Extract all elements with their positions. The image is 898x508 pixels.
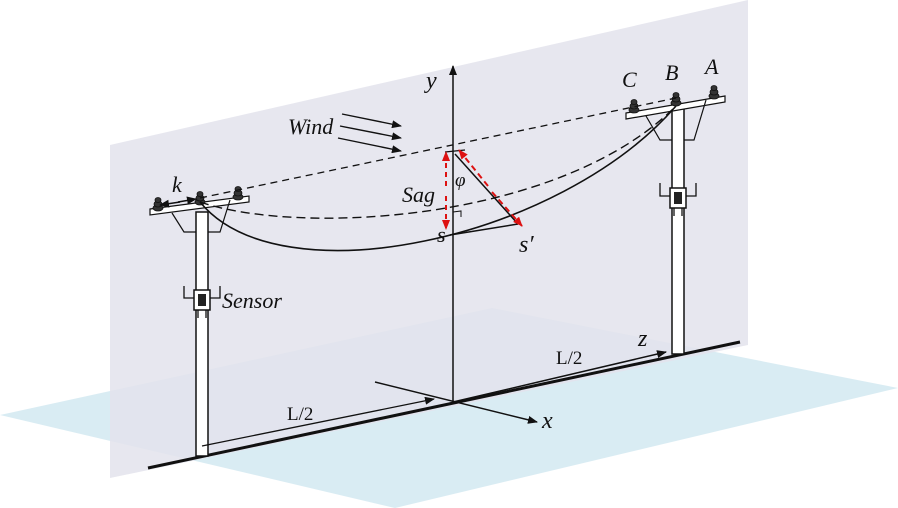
phi-label: φ [455,170,466,191]
sag-label: Sag [402,182,435,207]
sag-triangle-base [449,223,519,236]
sensor-right [659,183,697,216]
sensor-label: Sensor [222,288,282,313]
half-span-left-label: L/2 [287,404,313,425]
phase-a-label: A [703,54,719,79]
conductor-vertical [199,105,677,252]
wind-label: Wind [288,114,334,139]
k-label: k [172,172,183,197]
k-arrow-left [159,199,181,208]
z-axis [452,350,667,403]
s-prime-label: s′ [519,232,534,258]
half-span-right-label: L/2 [556,348,582,369]
k-arrow-right [177,196,197,205]
y-axis-label: y [424,68,437,94]
chord-line [199,97,677,199]
phase-c-label: C [622,67,637,92]
swing-sag-arrow-down [491,191,523,227]
sensor-left [183,286,221,318]
phase-b-label: B [665,60,678,85]
s-label: s [437,222,446,247]
insulator-left-3 [232,186,244,201]
insulator-right-b [670,92,682,107]
x-axis-label: x [541,408,553,434]
insulator-right-c [628,99,640,114]
swing-sag-arrow-up [458,149,489,187]
wind-arrows [337,113,402,154]
vertical-plane [110,0,748,478]
half-span-left-dim [201,396,435,447]
right-angle-mark [452,210,462,217]
z-axis-label: z [637,326,648,352]
sag-triangle-hyp [454,153,519,225]
insulator-right-a [708,85,720,100]
ground-line [147,340,741,470]
